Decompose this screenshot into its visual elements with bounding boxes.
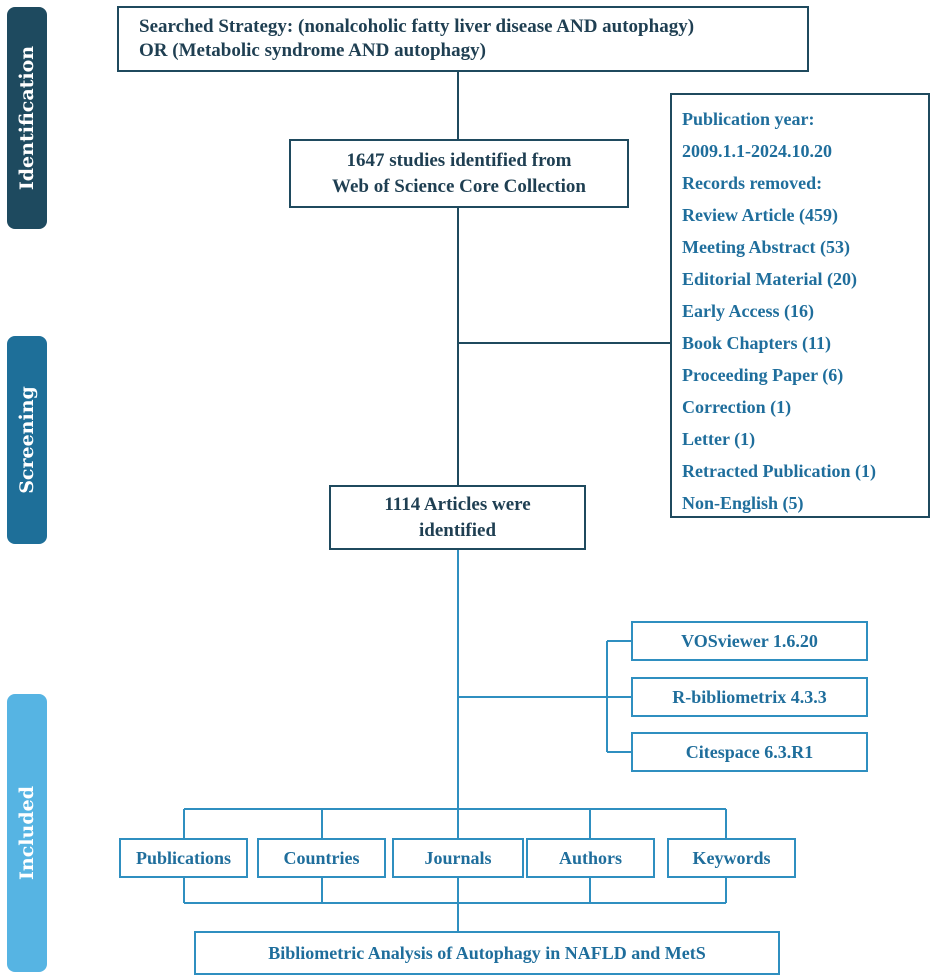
- phase-included-bar: Included: [7, 694, 47, 972]
- exclusion-row: Correction (1): [682, 397, 792, 417]
- tool-label: R-bibliometrix 4.3.3: [672, 686, 827, 707]
- search-strategy-box: Searched Strategy: (nonalcoholic fatty l…: [117, 6, 809, 72]
- tool-box-bibliometrix: R-bibliometrix 4.3.3: [631, 677, 868, 717]
- exclusion-row: Book Chapters (11): [682, 333, 832, 353]
- exclusion-row: Retracted Publication (1): [682, 461, 876, 481]
- category-label: Countries: [283, 847, 360, 868]
- articles-identified-box: 1114 Articles were identified: [329, 485, 586, 550]
- final-analysis-box: Bibliometric Analysis of Autophagy in NA…: [194, 931, 780, 975]
- articles-identified-line-2: identified: [418, 519, 497, 541]
- category-box-keywords: Keywords: [667, 838, 796, 878]
- exclusion-row: Letter (1): [682, 429, 756, 449]
- category-label: Journals: [424, 847, 492, 868]
- phase-screening-label: Screening: [16, 386, 39, 494]
- phase-screening-bar: Screening: [7, 336, 47, 544]
- phase-identification-label: Identification: [16, 45, 38, 191]
- exclusion-row: 2009.1.1-2024.10.20: [682, 141, 832, 161]
- final-analysis-label: Bibliometric Analysis of Autophagy in NA…: [268, 942, 706, 963]
- tool-label: VOSviewer 1.6.20: [681, 630, 818, 651]
- category-box-countries: Countries: [257, 838, 386, 878]
- search-strategy-line-1: Searched Strategy: (nonalcoholic fatty l…: [139, 16, 695, 37]
- exclusion-row: Early Access (16): [682, 301, 814, 321]
- category-label: Authors: [558, 847, 622, 868]
- phase-included-label: Included: [16, 786, 38, 880]
- tool-box-vosviewer: VOSviewer 1.6.20: [631, 621, 868, 661]
- category-box-authors: Authors: [526, 838, 655, 878]
- articles-identified-line-1: 1114 Articles were: [384, 493, 531, 515]
- exclusion-row: Editorial Material (20): [682, 269, 857, 289]
- exclusion-row: Publication year:: [682, 109, 815, 129]
- search-strategy-line-2: OR (Metabolic syndrome AND autophagy): [139, 40, 486, 61]
- studies-identified-box: 1647 studies identified from Web of Scie…: [289, 139, 629, 208]
- exclusion-criteria-box: Publication year: 2009.1.1-2024.10.20 Re…: [670, 93, 930, 518]
- exclusion-row: Review Article (459): [682, 205, 838, 225]
- category-label: Publications: [135, 847, 232, 868]
- category-label: Keywords: [692, 847, 771, 868]
- exclusion-row: Records removed:: [682, 173, 823, 193]
- tool-label: Citespace 6.3.R1: [685, 741, 814, 762]
- category-box-journals: Journals: [392, 838, 524, 878]
- category-box-publications: Publications: [119, 838, 248, 878]
- exclusion-row: Non-English (5): [682, 493, 804, 513]
- exclusion-row: Proceeding Paper (6): [682, 365, 844, 385]
- phase-identification-bar: Identification: [7, 7, 47, 229]
- exclusion-row: Meeting Abstract (53): [682, 237, 850, 257]
- tool-box-citespace: Citespace 6.3.R1: [631, 732, 868, 772]
- studies-identified-line-1: 1647 studies identified from: [346, 149, 572, 171]
- studies-identified-line-2: Web of Science Core Collection: [332, 175, 586, 197]
